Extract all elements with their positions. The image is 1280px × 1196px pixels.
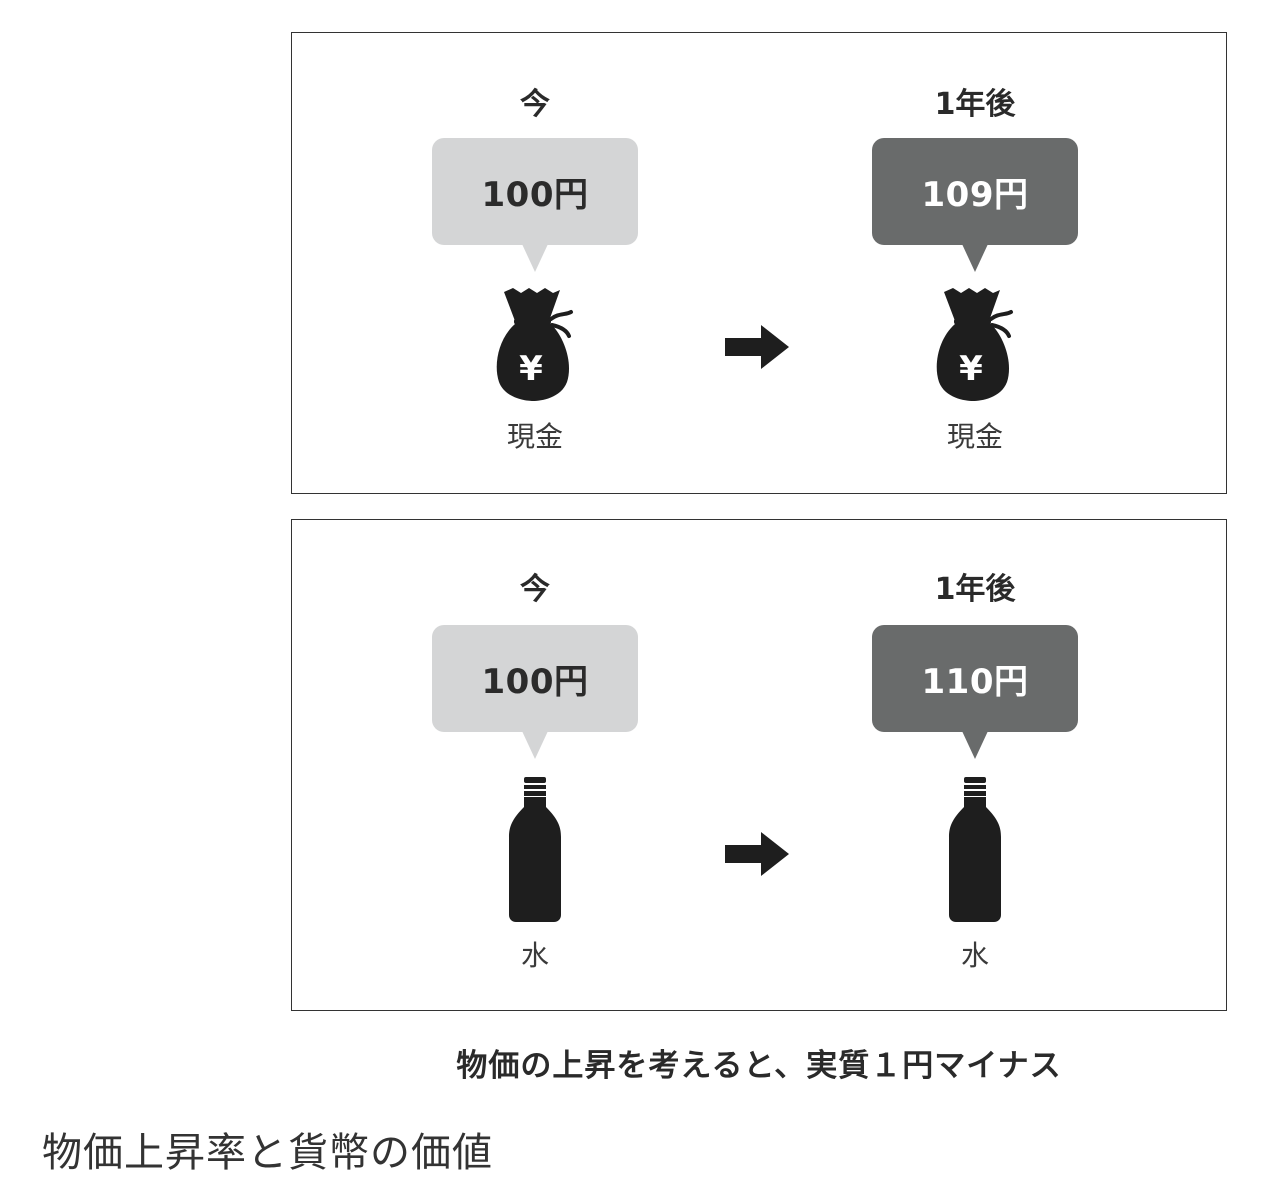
- cash-now-item-label: 現金: [506, 420, 563, 453]
- right-arrow-icon: [725, 832, 789, 876]
- summary-text: 物価の上昇を考えると、実質１円マイナス: [456, 1048, 1062, 1084]
- cash-price-later-bubble: 109円: [872, 138, 1078, 272]
- money-bag-yen-icon: ¥: [496, 288, 573, 401]
- water-later-item-label: 水: [960, 939, 989, 972]
- water-comparison-panel: 今 1年後 100円 110円 水 水: [291, 519, 1227, 1011]
- water-bottle-icon: [509, 777, 561, 922]
- cash-comparison-panel: 今 1年後 100円 109円 ¥ ¥ 現金 現金: [291, 32, 1227, 494]
- water-bottle-icon: [949, 777, 1001, 922]
- period-later-label: 1年後: [934, 87, 1016, 122]
- right-arrow-icon: [725, 325, 789, 369]
- cash-price-now-bubble: 100円: [432, 138, 638, 272]
- figure-caption: 物価上昇率と貨幣の価値: [42, 1130, 493, 1176]
- svg-text:¥: ¥: [519, 349, 543, 389]
- period-now-label: 今: [520, 87, 550, 122]
- svg-text:¥: ¥: [959, 349, 983, 389]
- money-bag-yen-icon: ¥: [936, 288, 1013, 401]
- cash-later-item-label: 現金: [946, 420, 1003, 453]
- water-price-later-bubble: 110円: [872, 625, 1078, 759]
- period-now-label: 今: [520, 572, 550, 607]
- water-now-item-label: 水: [520, 939, 549, 972]
- period-later-label: 1年後: [934, 572, 1016, 607]
- water-price-now-bubble: 100円: [432, 625, 638, 759]
